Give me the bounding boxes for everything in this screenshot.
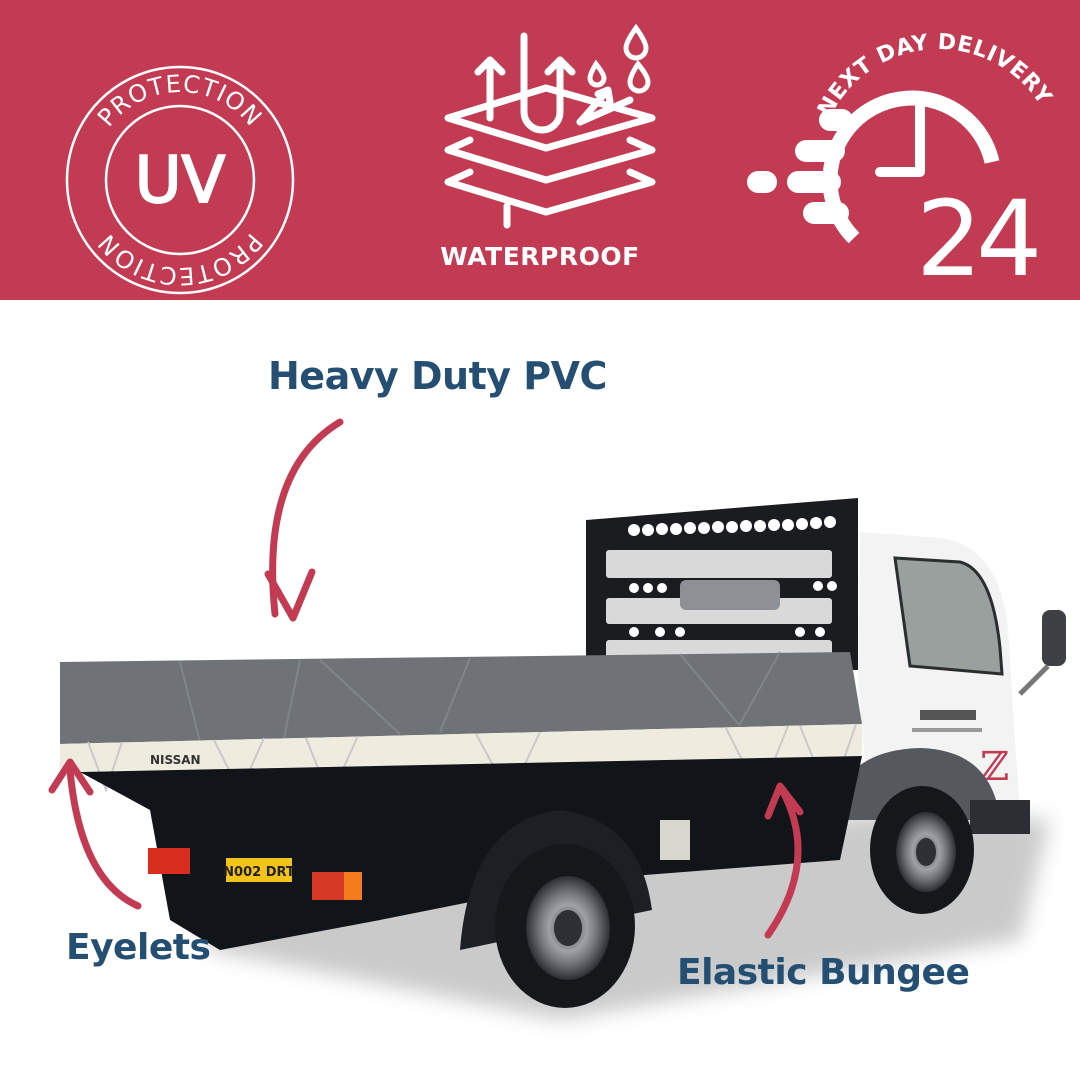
uv-protection-seal-icon: PROTECTION PROTECTION UV [65,65,295,295]
uv-protection-badge: PROTECTION PROTECTION UV [62,62,298,298]
delivery-hours-number: 24 [916,178,1037,300]
uv-center-text: UV [135,144,226,218]
front-wheel [870,786,974,914]
rail-brand-text: NISSAN [150,753,201,767]
callout-elastic-bungee: Elastic Bungee [677,952,970,993]
uv-ring-text-bottom: PROTECTION [92,228,268,290]
rear-wheel [495,844,635,1008]
licence-plate: N002 DRT [223,865,295,880]
truck-product-image: ℤ NISSAN N002 DRT [60,498,1066,1020]
waterproof-layers-icon [444,23,656,229]
svg-text:PROTECTION: PROTECTION [92,228,268,290]
callout-eyelets: Eyelets [66,927,211,968]
tarp-cover [60,651,862,744]
headboard-rack [586,498,858,670]
waterproof-label: WATERPROOF [440,242,640,271]
features-banner: PROTECTION PROTECTION UV [0,0,1080,300]
truck-cab: ℤ [830,532,1066,834]
waterproof-badge: WATERPROOF [420,20,660,285]
uv-ring-text-top: PROTECTION [92,70,267,132]
next-day-delivery-badge: NEXT DAY DELIVERY 24 [730,20,1056,300]
bed-side-rail: NISSAN [60,724,862,772]
fast-clock-24-icon: NEXT DAY DELIVERY 24 [747,30,1056,300]
callout-heavy-duty-pvc: Heavy Duty PVC [268,354,607,398]
svg-text:PROTECTION: PROTECTION [92,70,268,132]
